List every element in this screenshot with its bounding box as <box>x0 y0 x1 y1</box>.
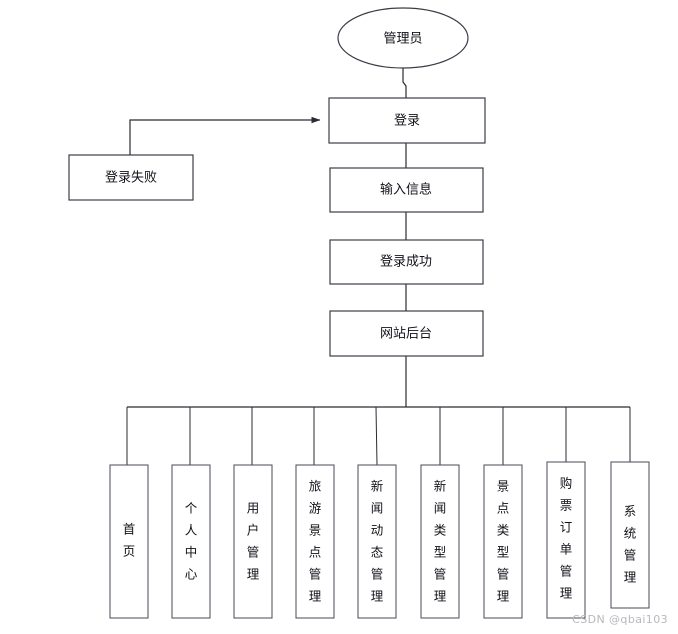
personal-center-label: 个 人 中 心 <box>185 501 198 582</box>
svg-text:个: 个 <box>185 501 198 516</box>
node-personal-center[interactable]: 个 人 中 心 <box>171 464 211 619</box>
system-mgmt-label: 系 统 管 理 <box>624 504 637 585</box>
login-box <box>328 97 486 144</box>
news-type-mgmt-box <box>420 464 460 619</box>
edge-fail-to-login <box>129 116 321 155</box>
svg-text:管: 管 <box>247 545 260 560</box>
node-system-mgmt[interactable]: 系 统 管 理 <box>610 461 650 609</box>
order-mgmt-label: 购 票 订 单 管 理 <box>560 476 573 601</box>
svg-text:用: 用 <box>247 501 260 516</box>
svg-text:闻: 闻 <box>371 501 384 516</box>
input-info-box <box>329 167 484 213</box>
login-failed-label: 登录失败 <box>105 171 157 186</box>
node-news-type-mgmt[interactable]: 新 闻 类 型 管 理 <box>420 464 460 619</box>
input-info-label: 输入信息 <box>380 182 432 198</box>
backend-label: 网站后台 <box>380 327 432 342</box>
svg-text:管: 管 <box>434 567 447 582</box>
svg-text:理: 理 <box>624 570 637 585</box>
spot-type-mgmt-box <box>483 464 523 619</box>
admin-label: 管理员 <box>383 32 422 47</box>
svg-text:点: 点 <box>497 501 510 516</box>
spot-type-mgmt-label: 景 点 类 型 管 理 <box>497 479 510 604</box>
svg-text:管: 管 <box>497 567 510 582</box>
svg-text:单: 单 <box>560 542 573 557</box>
backend-box <box>329 310 484 357</box>
user-mgmt-label: 用 户 管 理 <box>247 501 260 582</box>
login-success-box <box>329 239 484 285</box>
svg-text:型: 型 <box>497 545 510 560</box>
csdn-watermark: CSDN @qbai103 <box>572 613 668 626</box>
svg-text:闻: 闻 <box>434 501 447 516</box>
svg-text:管: 管 <box>624 548 637 563</box>
svg-text:新: 新 <box>371 479 384 494</box>
svg-text:动: 动 <box>371 523 384 538</box>
home-box <box>109 464 149 619</box>
spot-mgmt-label: 旅 游 景 点 管 理 <box>309 479 322 604</box>
svg-text:管: 管 <box>560 564 573 579</box>
order-mgmt-box <box>546 461 586 619</box>
node-login-success[interactable]: 登录成功 <box>329 239 484 285</box>
svg-text:票: 票 <box>560 498 573 513</box>
svg-text:态: 态 <box>371 545 384 560</box>
system-mgmt-box <box>610 461 650 609</box>
node-backend[interactable]: 网站后台 <box>329 310 484 357</box>
node-spot-mgmt[interactable]: 旅 游 景 点 管 理 <box>295 464 335 619</box>
node-order-mgmt[interactable]: 购 票 订 单 管 理 <box>546 461 586 619</box>
login-label: 登录 <box>394 114 420 129</box>
svg-text:购: 购 <box>560 476 573 491</box>
svg-text:管: 管 <box>371 567 384 582</box>
spot-mgmt-box <box>295 464 335 619</box>
login-failed-box <box>68 154 194 201</box>
home-label: 首 页 <box>123 522 136 559</box>
admin-ellipse <box>337 7 469 69</box>
news-mgmt-box <box>357 464 397 619</box>
svg-text:理: 理 <box>371 589 384 604</box>
node-login[interactable]: 登录 <box>328 97 486 144</box>
svg-text:游: 游 <box>309 501 322 516</box>
login-success-label: 登录成功 <box>380 255 432 270</box>
personal-center-box <box>171 464 211 619</box>
node-home[interactable]: 首 页 <box>109 464 149 619</box>
svg-text:理: 理 <box>247 567 260 582</box>
svg-text:类: 类 <box>497 523 510 538</box>
svg-text:心: 心 <box>185 567 198 582</box>
svg-text:理: 理 <box>434 589 447 604</box>
svg-text:理: 理 <box>560 586 573 601</box>
svg-text:中: 中 <box>185 545 198 560</box>
svg-text:订: 订 <box>560 520 573 535</box>
news-mgmt-label: 新 闻 动 态 管 理 <box>371 479 384 604</box>
svg-text:新: 新 <box>434 479 447 494</box>
user-mgmt-box <box>233 464 273 619</box>
node-input-info[interactable]: 输入信息 <box>329 167 484 213</box>
svg-text:统: 统 <box>624 526 637 541</box>
leaf-drop-news-mgmt <box>375 406 378 466</box>
node-user-mgmt[interactable]: 用 户 管 理 <box>233 464 273 619</box>
svg-text:型: 型 <box>434 545 447 560</box>
svg-text:首: 首 <box>123 522 136 537</box>
svg-text:点: 点 <box>309 545 322 560</box>
svg-text:理: 理 <box>309 589 322 604</box>
svg-text:理: 理 <box>497 589 510 604</box>
svg-text:类: 类 <box>434 523 447 538</box>
svg-text:管: 管 <box>309 567 322 582</box>
svg-text:旅: 旅 <box>309 479 322 494</box>
node-spot-type-mgmt[interactable]: 景 点 类 型 管 理 <box>483 464 523 619</box>
news-type-mgmt-label: 新 闻 类 型 管 理 <box>434 479 447 604</box>
svg-text:景: 景 <box>497 479 510 494</box>
svg-text:户: 户 <box>247 523 260 538</box>
svg-text:页: 页 <box>123 544 136 559</box>
node-login-failed[interactable]: 登录失败 <box>68 154 194 201</box>
svg-text:景: 景 <box>309 523 322 538</box>
svg-text:系: 系 <box>624 504 637 519</box>
connector-layer <box>126 68 631 466</box>
edge-admin-to-login <box>402 68 407 98</box>
svg-text:人: 人 <box>185 523 198 538</box>
node-admin[interactable]: 管理员 <box>337 7 469 69</box>
node-news-mgmt[interactable]: 新 闻 动 态 管 理 <box>357 464 397 619</box>
